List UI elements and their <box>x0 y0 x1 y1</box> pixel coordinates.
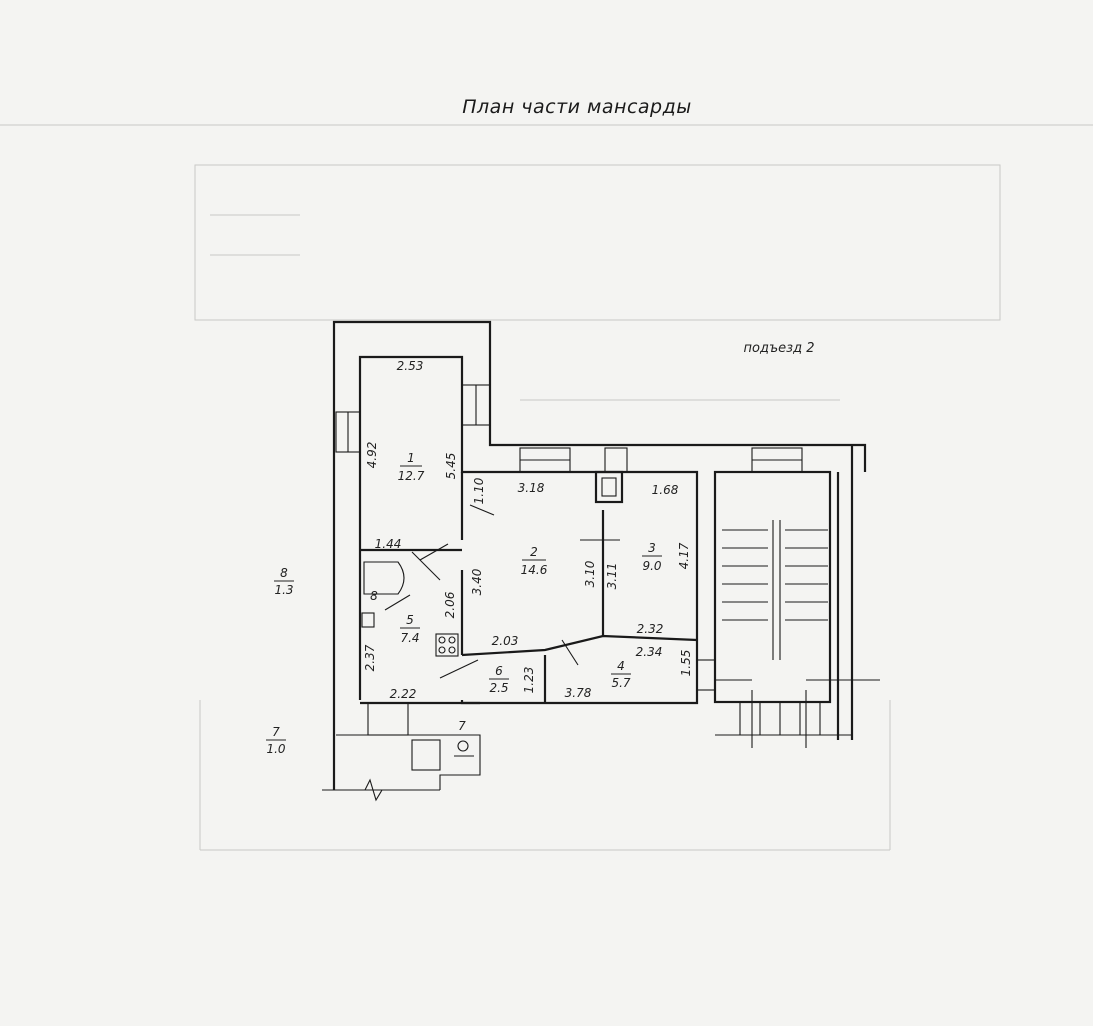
dim-r5-inner: 2.06 <box>443 591 457 618</box>
room-8-number: 8 <box>280 566 288 580</box>
dim-r2-top: 3.18 <box>518 481 545 495</box>
room-1-area: 12.7 <box>398 469 425 483</box>
dim-r2-bottom: 2.03 <box>492 634 519 648</box>
room-4-area: 5.7 <box>611 676 630 690</box>
dim-r5-bottom: 2.22 <box>390 687 417 701</box>
dim-r6-right: 1.23 <box>522 667 536 694</box>
room-5-area: 7.4 <box>400 631 419 645</box>
plan-title: План части мансарды <box>462 96 692 118</box>
entrance-label: подъезд 2 <box>744 341 815 356</box>
dim-r2-left: 3.40 <box>470 568 484 595</box>
room-3-area: 9.0 <box>642 559 661 573</box>
dim-r1-right: 5.45 <box>444 453 458 480</box>
walls <box>322 320 867 791</box>
dim-r4-right: 1.55 <box>679 650 693 677</box>
dim-r2-right: 3.10 <box>583 560 597 587</box>
dim-r5-top: 1.44 <box>375 537 402 551</box>
dim-r4-top: 2.34 <box>636 645 663 659</box>
windows <box>335 384 803 771</box>
break-line <box>355 778 400 802</box>
room-6-number: 6 <box>495 664 503 678</box>
dim-r3-bottom: 2.32 <box>637 622 664 636</box>
stove-icon <box>435 633 459 657</box>
room-7-area: 1.0 <box>266 742 285 756</box>
toilet-number: 7 <box>458 719 466 733</box>
room-3-number: 3 <box>648 541 656 555</box>
dim-r4-bottom: 3.78 <box>565 686 592 700</box>
dim-hall-w: 1.10 <box>472 477 486 504</box>
staircase <box>715 520 880 748</box>
room-7-number: 7 <box>272 725 280 739</box>
dim-r3-left: 3.11 <box>605 563 619 590</box>
room-8-area: 1.3 <box>274 583 293 597</box>
room-2-number: 2 <box>530 545 538 559</box>
room-5-number: 5 <box>406 613 414 627</box>
sink-icon <box>361 612 375 628</box>
dimensions: 2.53 4.92 5.45 1.10 3.18 1.68 1.44 2.06 … <box>363 359 693 701</box>
bathtub-icon <box>363 561 405 595</box>
room-1-number: 1 <box>407 451 415 465</box>
fixtures <box>361 561 474 757</box>
background-traces <box>0 124 1093 851</box>
toilet-icon <box>457 740 469 752</box>
bath-label: 8 <box>370 589 378 603</box>
room-6-area: 2.5 <box>489 681 508 695</box>
room-4-number: 4 <box>617 659 625 673</box>
doors <box>384 504 620 679</box>
dim-r3-right: 4.17 <box>677 542 691 569</box>
dim-r1-top: 2.53 <box>397 359 424 373</box>
room-2-area: 14.6 <box>521 563 548 577</box>
dim-r3-top: 1.68 <box>652 483 679 497</box>
dim-r1-left: 4.92 <box>365 442 379 469</box>
dim-r5-left: 2.37 <box>363 644 377 671</box>
room-labels: 1 12.7 2 14.6 3 9.0 4 5.7 5 7.4 6 2.5 7 … <box>266 451 662 756</box>
